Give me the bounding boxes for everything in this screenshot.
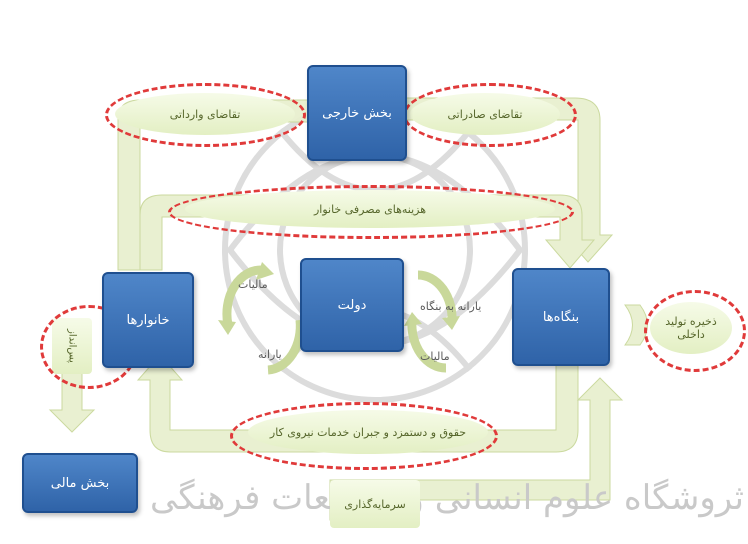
label-tax-right: مالیات <box>420 350 450 363</box>
highlight-inventory <box>644 290 746 372</box>
node-financial-sector: بخش مالی <box>22 453 138 513</box>
highlight-exports <box>403 83 577 147</box>
node-government: دولت <box>300 258 404 352</box>
node-households: خانوارها <box>102 272 194 368</box>
flow-investment: سرمایه‌گذاری <box>330 480 420 528</box>
label-tax-left: مالیات <box>238 278 268 291</box>
arrow-inventory <box>624 304 648 346</box>
watermark-text: ثروشگاه علوم انسانی و مطالعات فرهنگی <box>150 478 745 518</box>
highlight-consumption <box>168 185 574 239</box>
label-subsidy-right: یارانه به بنگاه <box>420 300 482 313</box>
highlight-wages <box>230 402 498 470</box>
node-firms: بنگاه‌ها <box>512 268 610 366</box>
label-subsidy-left: یارانه <box>258 348 282 361</box>
node-foreign-sector: بخش خارجی <box>307 65 407 161</box>
highlight-imports <box>105 83 306 147</box>
